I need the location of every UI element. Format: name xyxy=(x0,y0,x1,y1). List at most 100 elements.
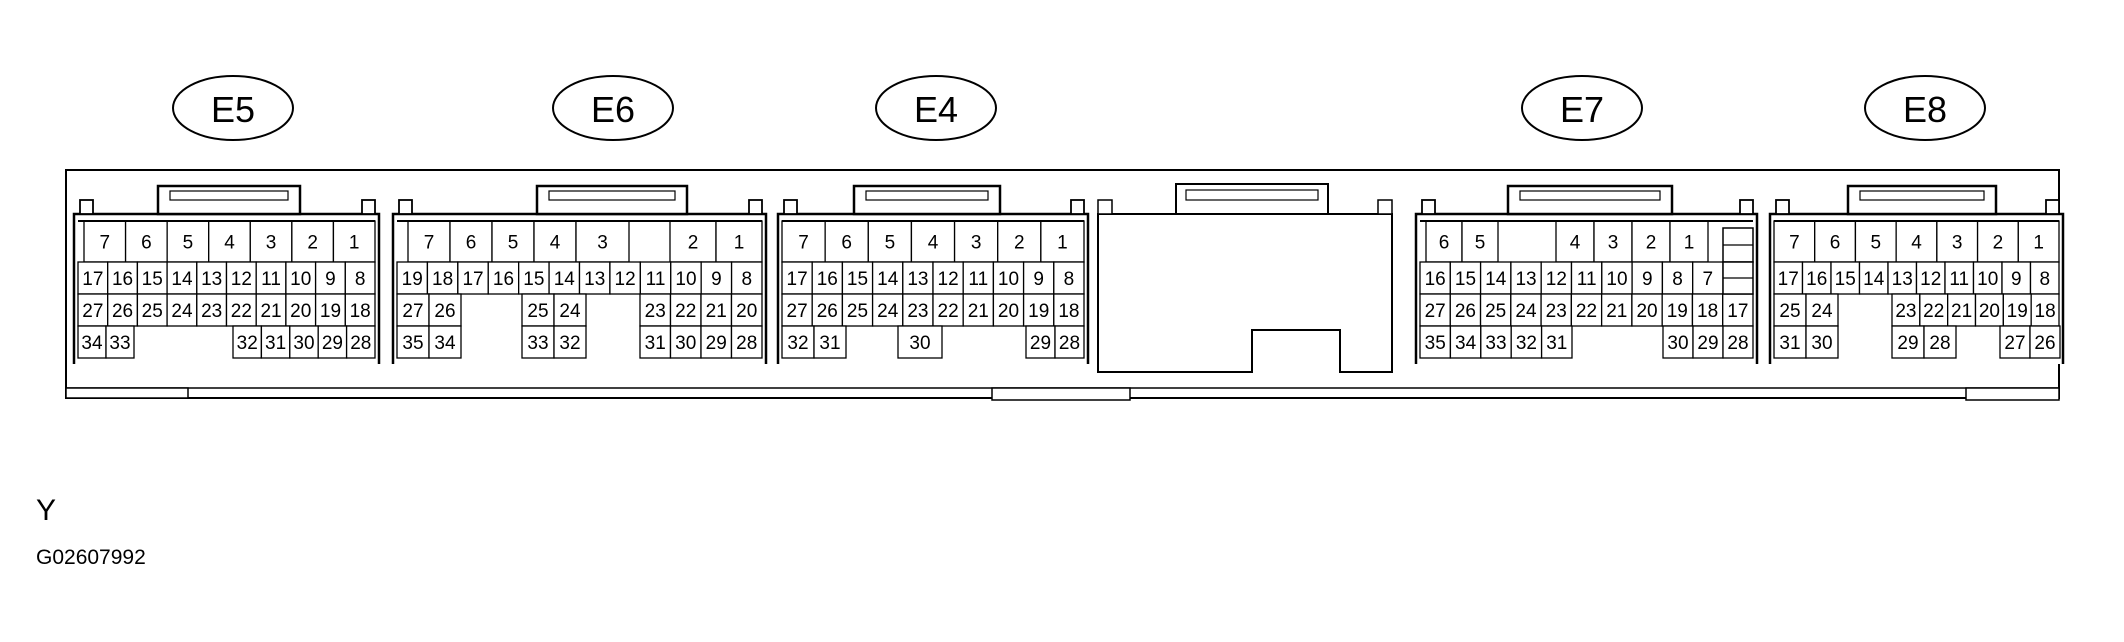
terminal-pin: 33 xyxy=(521,325,555,359)
terminal-cell xyxy=(518,261,550,295)
connector-latch-slot xyxy=(548,190,676,201)
terminal-pin: 31 xyxy=(260,325,291,359)
terminal-number: 8 xyxy=(1064,269,1075,290)
terminal-number: 21 xyxy=(968,301,989,322)
terminal-pin: 29 xyxy=(1692,325,1724,359)
terminal-cell xyxy=(867,220,913,263)
terminal-number: 8 xyxy=(742,269,753,290)
terminal-number: 2 xyxy=(1646,233,1657,254)
terminal-cell xyxy=(897,325,943,359)
terminal-cell xyxy=(344,261,376,295)
terminal-cell xyxy=(1053,293,1085,327)
terminal-cell xyxy=(289,325,319,359)
terminal-pin: 16 xyxy=(1419,261,1451,295)
terminal-number: 18 xyxy=(1058,301,1079,322)
terminal-cell xyxy=(553,325,587,359)
terminal-pin: 24 xyxy=(1510,293,1542,327)
terminal-pin: 13 xyxy=(1887,261,1918,295)
terminal-pin: 18 xyxy=(1053,293,1085,327)
connector-id: E7 xyxy=(1560,89,1604,130)
terminal-pin: 28 xyxy=(1923,325,1957,359)
terminal-number: 16 xyxy=(493,269,514,290)
terminal-number: 5 xyxy=(885,233,896,254)
connector-latch-slot xyxy=(1859,190,1985,201)
terminal-number: 19 xyxy=(402,269,423,290)
terminal-pin: 19 xyxy=(1661,293,1694,327)
terminal-number: 13 xyxy=(201,269,222,290)
terminal-cell xyxy=(2030,293,2060,327)
terminal-number: 1 xyxy=(734,233,745,254)
terminal-cell xyxy=(841,293,874,327)
terminal-pin: 5 xyxy=(491,220,535,263)
terminal-number: 30 xyxy=(1667,333,1688,354)
terminal-pin: 22 xyxy=(1919,293,1949,327)
terminal-number: 22 xyxy=(231,301,252,322)
terminal-number: 9 xyxy=(2011,269,2022,290)
terminal-cell xyxy=(700,325,733,359)
terminal-cell xyxy=(1936,220,1979,263)
terminal-cell xyxy=(953,220,999,263)
connector-label-e6: E6 xyxy=(552,75,674,141)
terminal-pin: 12 xyxy=(225,261,257,295)
terminal-pin: 17 xyxy=(1773,261,1804,295)
connector-latch-slot xyxy=(865,190,989,201)
blank-socket xyxy=(1097,183,1393,373)
terminal-cell xyxy=(700,293,733,327)
terminal-number: 3 xyxy=(1608,233,1619,254)
terminal-number: 24 xyxy=(877,301,899,322)
terminal-pin: 8 xyxy=(1053,261,1085,295)
terminal-pin: 16 xyxy=(811,261,844,295)
terminal-pin: 5 xyxy=(1461,220,1499,263)
terminal-cell xyxy=(428,325,462,359)
terminal-cell xyxy=(314,261,346,295)
terminal-pin: 21 xyxy=(962,293,995,327)
terminal-number: 8 xyxy=(2039,269,2050,290)
terminal-number: 21 xyxy=(1606,301,1627,322)
blank-socket-outline xyxy=(1097,213,1393,373)
terminal-number: 14 xyxy=(171,269,193,290)
terminal-number: 4 xyxy=(224,233,235,254)
terminal-number: 14 xyxy=(554,269,576,290)
terminal-number: 21 xyxy=(260,301,281,322)
terminal-pin: 26 xyxy=(107,293,139,327)
terminal-cell xyxy=(670,261,702,295)
terminal-pin: 14 xyxy=(871,261,904,295)
terminal-pin: 6 xyxy=(1425,220,1463,263)
terminal-number: 20 xyxy=(736,301,757,322)
terminal-cell xyxy=(1773,325,1807,359)
terminal-cell xyxy=(730,293,763,327)
terminal-cell xyxy=(932,293,964,327)
terminal-pin: 4 xyxy=(208,220,251,263)
terminal-number: 31 xyxy=(645,333,666,354)
terminal-cell xyxy=(781,293,813,327)
terminal-number: 31 xyxy=(265,333,286,354)
terminal-number: 4 xyxy=(928,233,939,254)
terminal-cell xyxy=(1662,325,1694,359)
terminal-pin: 13 xyxy=(902,261,934,295)
terminal-pin: 3 xyxy=(249,220,293,263)
terminal-pin: 23 xyxy=(1891,293,1921,327)
terminal-cell xyxy=(166,220,210,263)
connector-label-ellipse xyxy=(1521,75,1643,141)
terminal-pin: 24 xyxy=(166,293,198,327)
terminal-number: 23 xyxy=(1546,301,1567,322)
terminal-number: 30 xyxy=(293,333,314,354)
terminal-number: 25 xyxy=(1485,301,1506,322)
terminal-pin: 8 xyxy=(344,261,376,295)
terminal-number: 29 xyxy=(322,333,343,354)
terminal-number: 19 xyxy=(2007,301,2028,322)
terminal-cell xyxy=(136,293,168,327)
terminal-pin: 20 xyxy=(992,293,1025,327)
terminal-number: 14 xyxy=(1863,269,1885,290)
terminal-number: 27 xyxy=(787,301,808,322)
terminal-cell xyxy=(225,261,257,295)
terminal-pin: 25 xyxy=(1773,293,1807,327)
terminal-pin: 22 xyxy=(225,293,257,327)
terminal-number: 28 xyxy=(1727,333,1748,354)
terminal-pin: 17 xyxy=(781,261,813,295)
terminal-pin: 24 xyxy=(871,293,904,327)
terminal-pin: 7 xyxy=(781,220,826,263)
terminal-pin: 33 xyxy=(1480,325,1512,359)
terminal-pin: 15 xyxy=(1830,261,1861,295)
terminal-number: 4 xyxy=(1911,233,1922,254)
